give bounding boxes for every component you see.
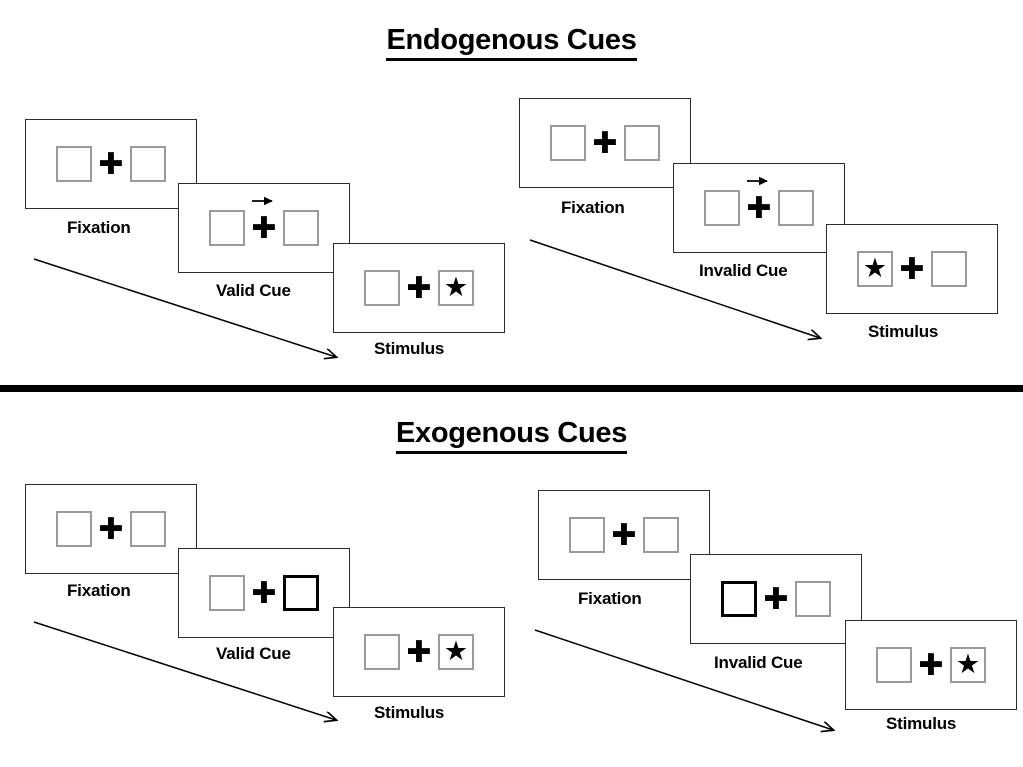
- section-divider: [0, 385, 1023, 392]
- placeholder-box-left: ★: [857, 251, 893, 287]
- placeholder-box-right: [643, 517, 679, 553]
- cross-glyph: ✚: [763, 582, 789, 617]
- fixation-cross: ✚: [400, 271, 438, 306]
- placeholder-box-right: [778, 190, 814, 226]
- cross-glyph: ✚: [406, 635, 432, 670]
- fixation-cross: ✚: [740, 176, 778, 226]
- placeholder-box-left: [56, 511, 92, 547]
- placeholder-box-left: [876, 647, 912, 683]
- time-arrow-exogenous-valid: [33, 621, 360, 733]
- frame-content: ✚: [520, 99, 690, 187]
- fixation-cross: ✚: [400, 635, 438, 670]
- placeholder-box-right: ★: [438, 270, 474, 306]
- fixation-cross: ✚: [245, 576, 283, 611]
- fixation-cross: ✚: [586, 126, 624, 161]
- frame-endogenous-valid-stimulus[interactable]: ✚ ★: [333, 243, 505, 333]
- cross-glyph: ✚: [899, 252, 925, 287]
- time-arrow-endogenous-invalid: [529, 239, 840, 350]
- fixation-cross: ✚: [893, 252, 931, 287]
- caption-exogenous-invalid-stimulus: Stimulus: [886, 714, 957, 733]
- placeholder-box-left: [209, 210, 245, 246]
- fixation-cross: ✚: [912, 648, 950, 683]
- frame-content: ✚: [179, 549, 349, 637]
- frame-exogenous-invalid-cue[interactable]: ✚: [690, 554, 862, 644]
- placeholder-box-left: [550, 125, 586, 161]
- cross-glyph: ✚: [251, 576, 277, 611]
- frame-content: ✚: [691, 555, 861, 643]
- caption-endogenous-invalid-fixation: Fixation: [561, 198, 625, 217]
- placeholder-box-right: [130, 511, 166, 547]
- cross-glyph: ✚: [592, 126, 618, 161]
- frame-content: ✚ ★: [846, 621, 1016, 709]
- frame-exogenous-valid-stimulus[interactable]: ✚ ★: [333, 607, 505, 697]
- fixation-cross: ✚: [245, 196, 283, 246]
- placeholder-box-right-cued: [283, 575, 319, 611]
- cross-glyph: ✚: [746, 191, 772, 226]
- cross-glyph: ✚: [918, 648, 944, 683]
- caption-endogenous-valid-fixation: Fixation: [67, 218, 131, 237]
- caption-exogenous-valid-stimulus: Stimulus: [374, 703, 445, 722]
- frame-endogenous-valid-cue[interactable]: ✚: [178, 183, 350, 273]
- frame-exogenous-valid-fixation[interactable]: ✚: [25, 484, 197, 574]
- placeholder-box-left: [704, 190, 740, 226]
- frame-content: ★ ✚: [827, 225, 997, 313]
- cross-glyph: ✚: [406, 271, 432, 306]
- fixation-cross: ✚: [92, 147, 130, 182]
- frame-content: ✚: [26, 485, 196, 573]
- target-star-icon: ★: [443, 635, 469, 667]
- frame-exogenous-invalid-stimulus[interactable]: ✚ ★: [845, 620, 1017, 710]
- endogenous-cue-arrow-right-icon: [252, 196, 273, 206]
- target-star-icon: ★: [862, 252, 888, 284]
- placeholder-box-right: [130, 146, 166, 182]
- caption-exogenous-valid-cue: Valid Cue: [216, 644, 291, 663]
- cross-glyph: ✚: [98, 512, 124, 547]
- placeholder-box-left: [364, 634, 400, 670]
- caption-exogenous-invalid-fixation: Fixation: [578, 589, 642, 608]
- placeholder-box-right: [795, 581, 831, 617]
- placeholder-box-right: [283, 210, 319, 246]
- cross-glyph: ✚: [251, 211, 277, 246]
- time-arrow-exogenous-invalid: [534, 629, 855, 743]
- frame-endogenous-invalid-stimulus[interactable]: ★ ✚: [826, 224, 998, 314]
- caption-endogenous-invalid-cue: Invalid Cue: [699, 261, 788, 280]
- frame-content: ✚: [26, 120, 196, 208]
- caption-endogenous-valid-stimulus: Stimulus: [374, 339, 445, 358]
- frame-content: ✚: [539, 491, 709, 579]
- caption-exogenous-invalid-cue: Invalid Cue: [714, 653, 803, 672]
- placeholder-box-left: [569, 517, 605, 553]
- section-title-endogenous-text: Endogenous Cues: [386, 24, 637, 61]
- section-title-exogenous-text: Exogenous Cues: [395, 417, 627, 454]
- frame-content: ✚: [674, 164, 844, 252]
- cross-glyph: ✚: [611, 518, 637, 553]
- placeholder-box-left: [364, 270, 400, 306]
- placeholder-box-right: ★: [950, 647, 986, 683]
- frame-endogenous-valid-fixation[interactable]: ✚: [25, 119, 197, 209]
- placeholder-box-left: [56, 146, 92, 182]
- frame-endogenous-invalid-cue[interactable]: ✚: [673, 163, 845, 253]
- placeholder-box-left-cued: [721, 581, 757, 617]
- section-title-endogenous: Endogenous Cues: [0, 24, 1023, 61]
- frame-exogenous-valid-cue[interactable]: ✚: [178, 548, 350, 638]
- caption-exogenous-valid-fixation: Fixation: [67, 581, 131, 600]
- frame-content: ✚ ★: [334, 608, 504, 696]
- placeholder-box-left: [209, 575, 245, 611]
- section-title-exogenous: Exogenous Cues: [0, 417, 1023, 454]
- fixation-cross: ✚: [757, 582, 795, 617]
- frame-content: ✚ ★: [334, 244, 504, 332]
- placeholder-box-right: [931, 251, 967, 287]
- caption-endogenous-invalid-stimulus: Stimulus: [868, 322, 939, 341]
- frame-content: ✚: [179, 184, 349, 272]
- placeholder-box-right: [624, 125, 660, 161]
- frame-exogenous-invalid-fixation[interactable]: ✚: [538, 490, 710, 580]
- frame-endogenous-invalid-fixation[interactable]: ✚: [519, 98, 691, 188]
- fixation-cross: ✚: [605, 518, 643, 553]
- placeholder-box-right: ★: [438, 634, 474, 670]
- target-star-icon: ★: [443, 271, 469, 303]
- cross-glyph: ✚: [98, 147, 124, 182]
- fixation-cross: ✚: [92, 512, 130, 547]
- time-arrow-endogenous-valid: [33, 258, 360, 370]
- endogenous-cue-arrow-right-icon: [747, 176, 768, 186]
- caption-endogenous-valid-cue: Valid Cue: [216, 281, 291, 300]
- target-star-icon: ★: [955, 648, 981, 680]
